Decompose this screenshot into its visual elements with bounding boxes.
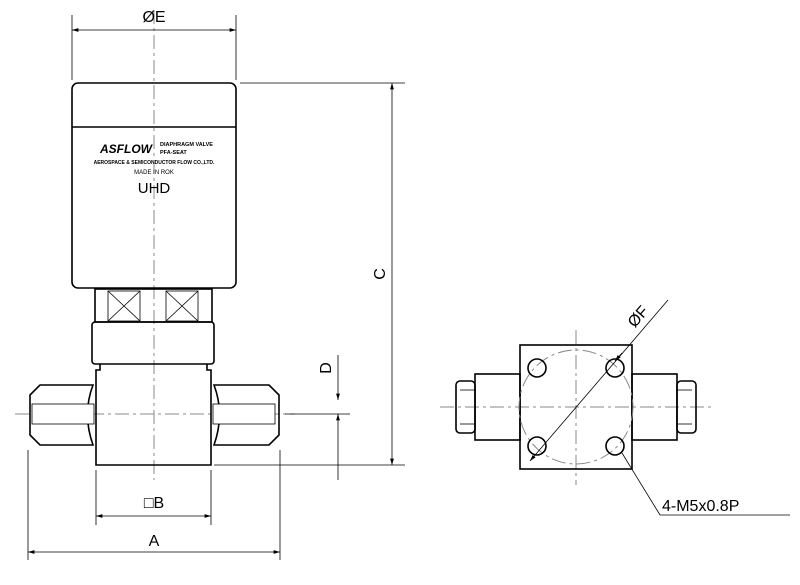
seat-text: PFA-SEAT xyxy=(160,150,187,156)
dim-a-label: A xyxy=(149,533,160,550)
dim-f-label: ØF xyxy=(625,303,653,331)
top-right-fitting xyxy=(631,373,697,441)
origin-text: MADE IN ROK xyxy=(134,170,174,176)
dim-c-label: C xyxy=(372,268,389,280)
company-text: AEROSPACE & SEMICONDUCTOR FLOW CO.,LTD. xyxy=(94,160,215,166)
bonnet-collar xyxy=(91,321,215,365)
thread-callout: 4-M5x0.8P xyxy=(662,498,739,515)
actuator-cap xyxy=(71,82,237,289)
product-text: DIAPHRAGM VALVE xyxy=(160,142,213,148)
dim-d-label: D xyxy=(318,362,335,374)
dim-e-label: ØE xyxy=(142,9,165,26)
top-view: ØF 4-M5x0.8P xyxy=(440,299,790,516)
body-square xyxy=(519,344,633,470)
right-fitting xyxy=(212,384,280,446)
dim-b-label: □B xyxy=(144,495,164,512)
valve-body xyxy=(95,364,212,466)
front-view: ASFLOW DIAPHRAGM VALVE PFA-SEAT AEROSPAC… xyxy=(15,9,405,560)
model-text: UHD xyxy=(138,180,171,197)
left-fitting xyxy=(29,384,95,446)
brand-logo: ASFLOW xyxy=(99,142,154,156)
